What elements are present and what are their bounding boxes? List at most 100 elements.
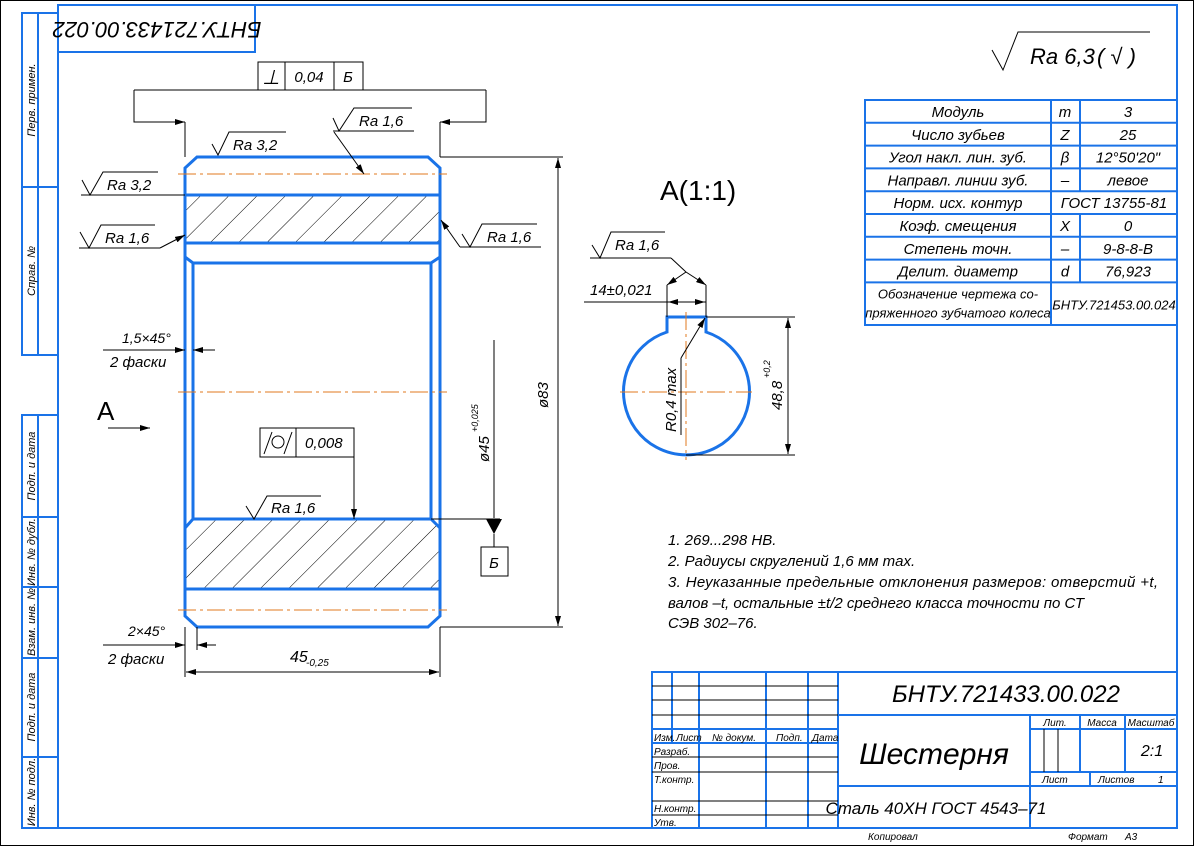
param-symbol: –	[1060, 241, 1070, 258]
roughness-left-upper: Ra 3,2	[107, 177, 152, 194]
side-label-vzam-inv: Взам. инв. №	[26, 588, 38, 656]
param-name: Норм. исх. контур	[893, 195, 1022, 212]
param-row: Обозначение чертежа со-пряженного зубчат…	[865, 286, 1175, 320]
title-lit-label: Лит.	[1042, 718, 1066, 729]
section-roughness: Ra 1,6	[615, 237, 660, 254]
title-mass-label: Масса	[1087, 718, 1117, 729]
title-part-name: Шестерня	[859, 738, 1009, 771]
title-role-3: Н.контр.	[654, 804, 696, 815]
param-symbol: Z	[1059, 127, 1070, 144]
param-symbol: m	[1059, 104, 1072, 121]
section-key-width: 14±0,021	[590, 282, 652, 299]
view-arrow-label: A	[97, 396, 115, 426]
title-header-2: № докум.	[712, 733, 756, 744]
param-value: 9-8-8-B	[1103, 241, 1153, 258]
param-value: 3	[1124, 104, 1133, 121]
param-value: 0	[1124, 218, 1133, 235]
dim-width-tol: -0,25	[306, 658, 329, 669]
title-code: БНТУ.721433.00.022	[892, 681, 1120, 708]
title-format: A3	[1124, 832, 1138, 843]
param-row: Степень точн.–9-8-8-B	[904, 241, 1153, 258]
roughness-tooth: Ra 1,6	[359, 113, 404, 130]
param-symbol: X	[1059, 218, 1071, 235]
param-row: Модуль m 3	[932, 104, 1133, 121]
roughness-right-face: Ra 1,6	[487, 229, 532, 246]
note-3-cont: валов –t, остальные ±t/2 среднего класса…	[668, 595, 1086, 612]
roughness-left-face: Ra 1,6	[105, 230, 150, 247]
title-role-1: Пров.	[654, 761, 680, 772]
title-format-label: Формат	[1068, 832, 1108, 843]
param-value: 12°50'20"	[1096, 150, 1161, 167]
runout-value: 0,008	[305, 435, 343, 452]
title-header-4: Дата	[811, 733, 839, 744]
chamfer-bottom-dim: 2×45° 2 фаски	[103, 623, 216, 668]
param-value: 25	[1119, 127, 1137, 144]
dim-outer-diameter: ø83	[440, 156, 563, 628]
param-name-cont: пряженного зубчатого колеса	[865, 305, 1051, 320]
param-row: Направл. линии зуб. – левое	[888, 172, 1149, 189]
stamp-code: БНТУ.721433.00.022	[53, 17, 262, 42]
section-depth: 48,8	[769, 380, 786, 410]
title-scale-label: Масштаб	[1128, 717, 1175, 729]
general-roughness: Ra 6,3 ( √ )	[991, 31, 1150, 72]
perpendicularity-symbol: ⊥	[262, 67, 279, 89]
gear-main-view	[178, 155, 447, 629]
side-label-podp-data: Подп. и дата	[26, 432, 38, 501]
param-value: левое	[1107, 172, 1149, 189]
note-3: 3. Неуказанные предельные отклонения раз…	[668, 574, 1158, 591]
dim-bore-tol: +0,025	[470, 403, 480, 432]
param-name: Направл. линии зуб.	[888, 172, 1029, 189]
chamfer-top-size: 1,5×45°	[122, 330, 171, 346]
roughness-top-face: Ra 3,2	[233, 137, 278, 154]
side-strip: Перв. примен. Справ. № Подп. и дата Инв.…	[21, 12, 59, 829]
cylindricity-icon	[271, 435, 285, 449]
title-role-4: Утв.	[653, 818, 677, 829]
param-name: Число зубьев	[911, 127, 1005, 144]
chamfer-bottom-size: 2×45°	[127, 623, 166, 639]
title-role-2: Т.контр.	[654, 775, 694, 786]
stamp-box	[57, 4, 256, 53]
param-value: 76,923	[1105, 264, 1152, 281]
param-symbol: β	[1060, 150, 1070, 167]
param-row: Число зубьев Z 25	[911, 127, 1137, 144]
note-2: 2. Радиусы скруглений 1,6 мм max.	[667, 553, 915, 570]
param-row: Угол накл. лин. зуб. β 12°50'20"	[888, 150, 1161, 167]
dim-outer-text: ø83	[535, 381, 552, 408]
side-label-perv-primen: Перв. примен.	[26, 63, 38, 136]
side-label-inv-podl: Инв. № подл.	[26, 758, 38, 826]
side-label-sprav: Справ. №	[26, 246, 38, 296]
general-roughness-suffix: ( √ )	[1097, 44, 1136, 69]
perpendicularity-datum: Б	[343, 69, 353, 86]
param-name: Делит. диаметр	[896, 264, 1018, 281]
param-symbol: –	[1060, 172, 1070, 189]
title-scale: 2:1	[1140, 743, 1163, 760]
perpendicularity-value: 0,04	[294, 69, 323, 86]
section-title: A(1:1)	[660, 175, 736, 206]
title-sheets-label: Листов	[1097, 775, 1134, 786]
param-name: Угол накл. лин. зуб.	[888, 150, 1027, 167]
title-sheets: 1	[1158, 775, 1164, 786]
chamfer-top-note: 2 фаски	[109, 354, 167, 371]
section-view: A(1:1) Ra 1,6 14±0,021 R0,4 max 48,8 +0,…	[584, 175, 795, 460]
param-value: БНТУ.721453.00.024	[1052, 297, 1175, 312]
title-header-3: Подп.	[776, 733, 803, 744]
title-sheet-label: Лист	[1041, 775, 1068, 786]
title-copied: Копировал	[868, 832, 918, 843]
title-header-1: Лист	[675, 733, 702, 744]
datum-label: Б	[489, 555, 499, 572]
param-symbol: d	[1061, 264, 1070, 281]
param-name: Обозначение чертежа со-	[878, 286, 1039, 301]
roughness-bore: Ra 1,6	[271, 500, 316, 517]
note-1: 1. 269...298 HB.	[668, 532, 776, 549]
title-role-0: Разраб.	[654, 746, 690, 758]
dim-width: 45 -0,25	[184, 627, 441, 677]
param-name: Модуль	[932, 104, 985, 121]
side-label-podp-data-2: Подп. и дата	[26, 673, 38, 742]
dim-bore-diameter: Б ø45 +0,025	[431, 340, 509, 577]
chamfer-bottom-note: 2 фаски	[107, 651, 165, 668]
param-name: Коэф. смещения	[899, 218, 1016, 235]
